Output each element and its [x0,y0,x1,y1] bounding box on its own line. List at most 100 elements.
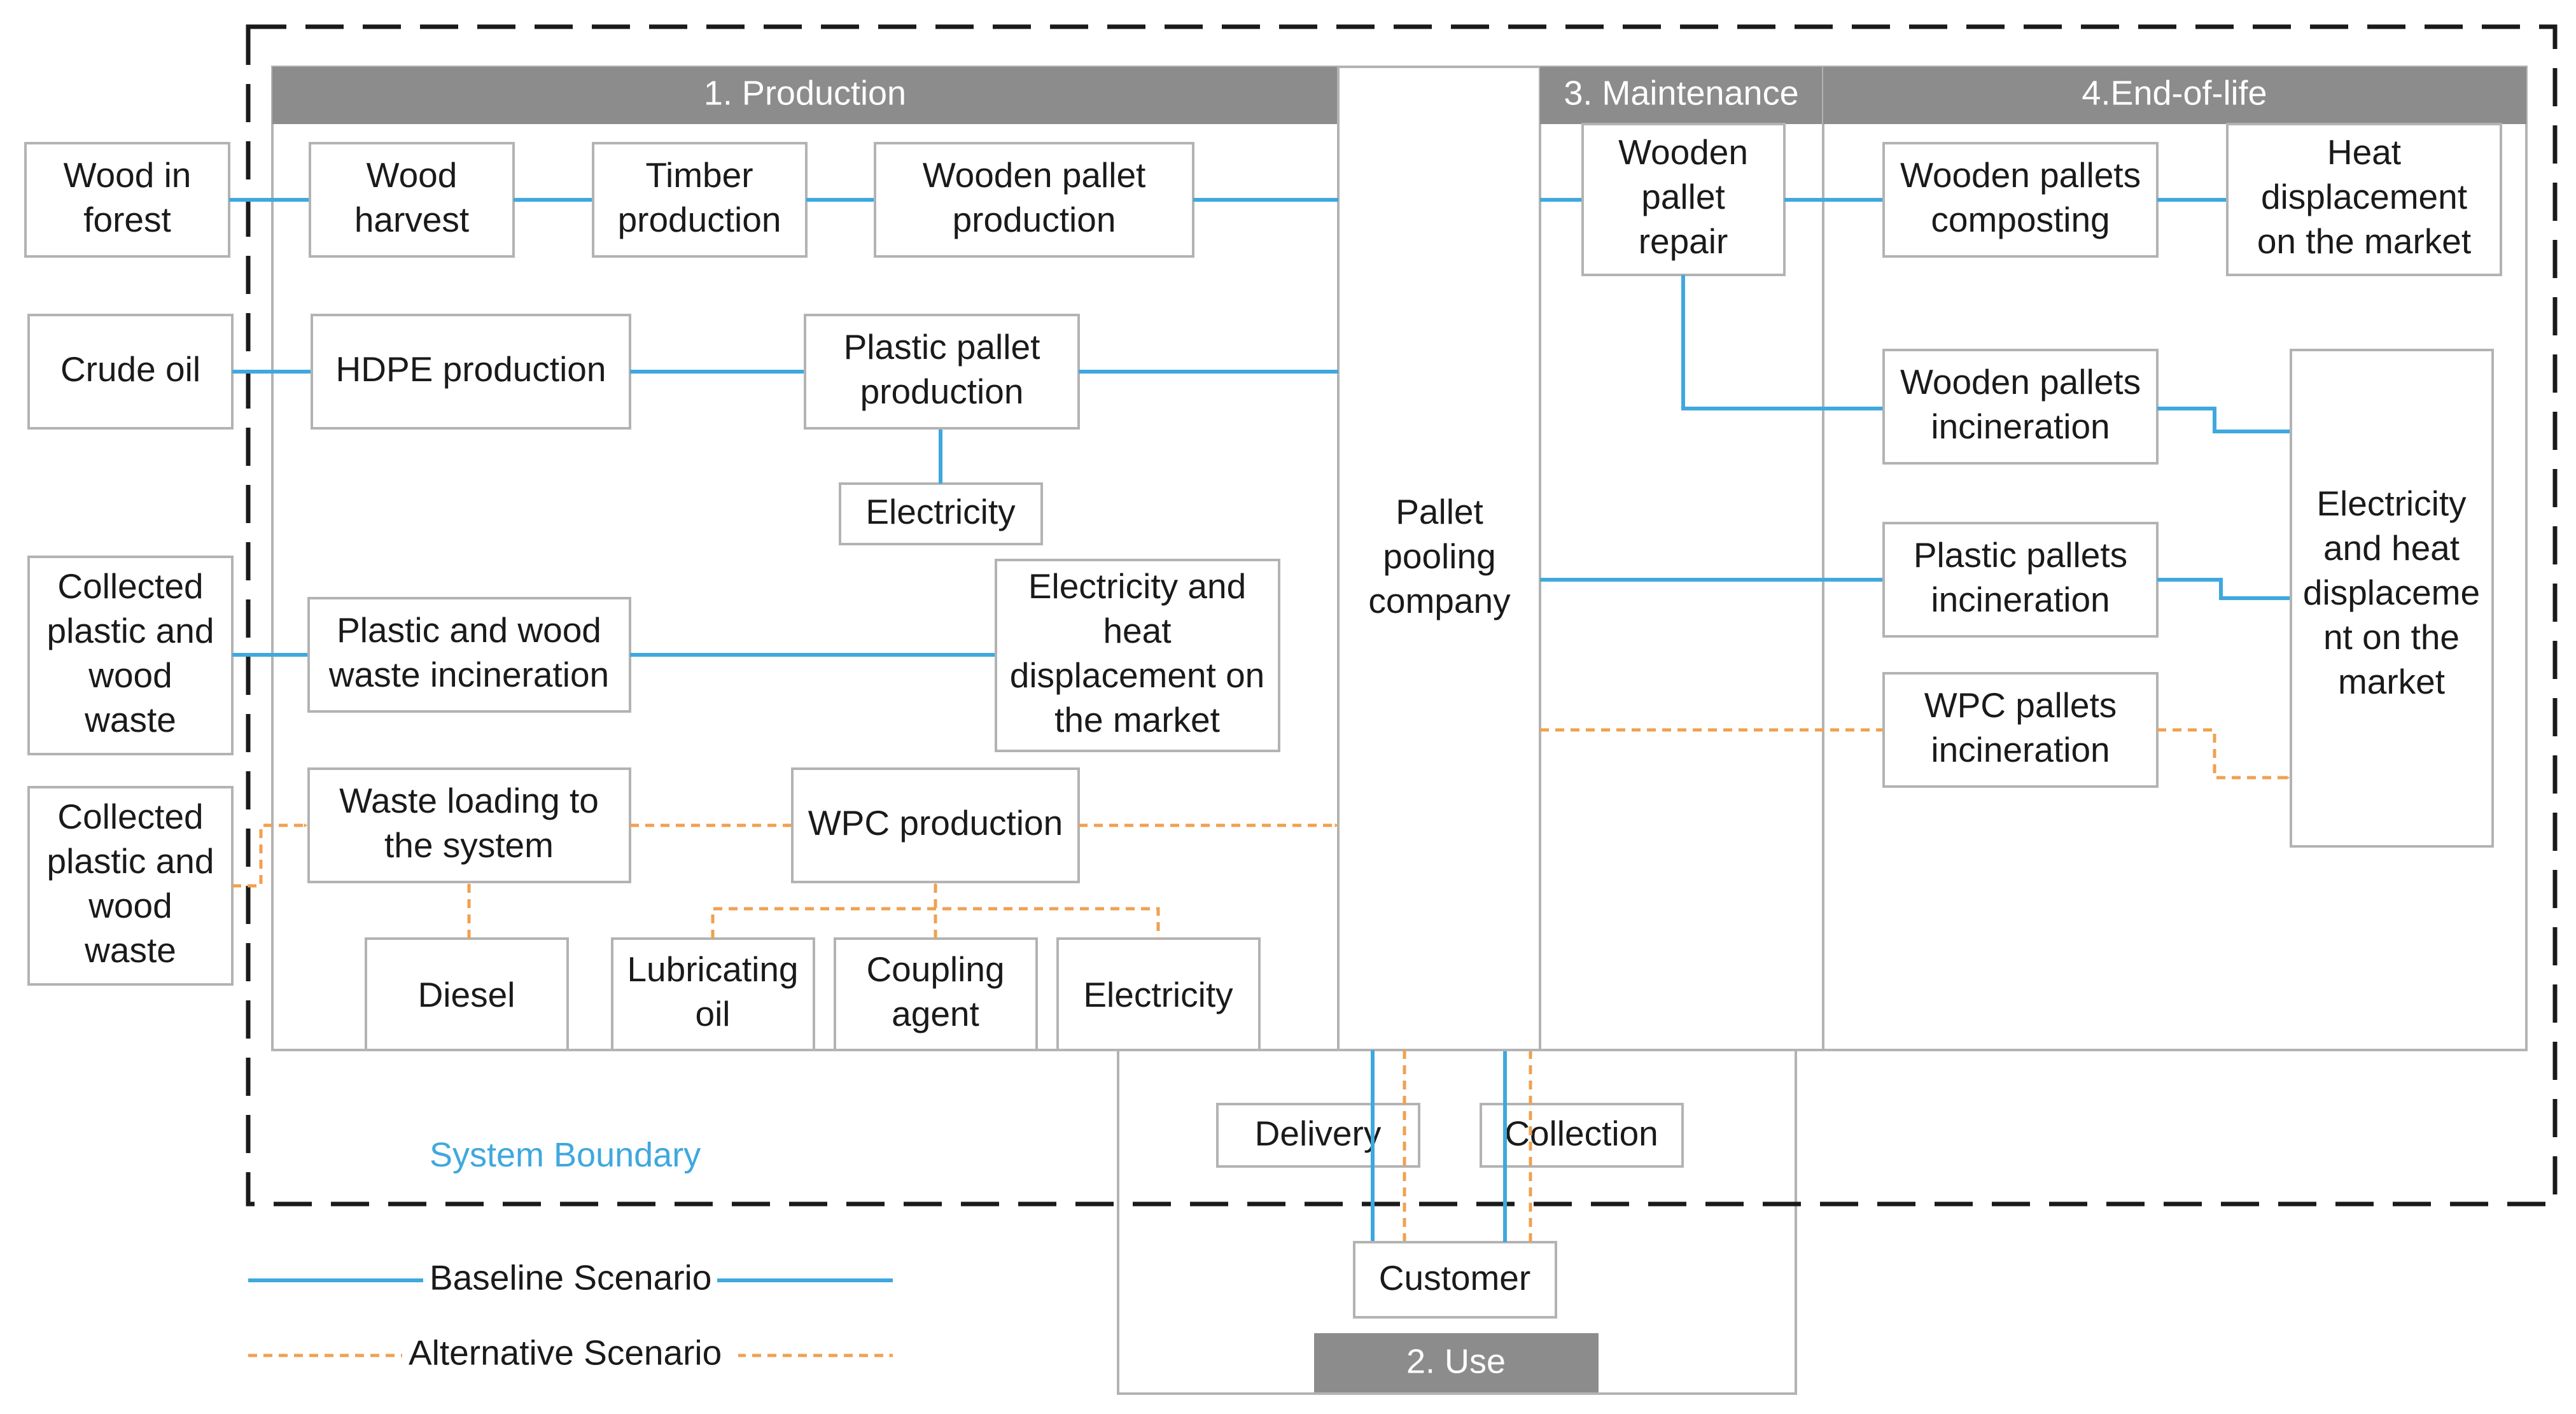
waste-loading-label: Waste loading to the system [339,781,599,865]
label-line: waste [84,700,176,739]
legend: Baseline Scenario Alternative Scenario [248,1258,893,1375]
production-header-label: 1. Production [704,74,906,112]
label-line: oil [695,994,730,1033]
arrow-wooden-incineration-to-displacement [2157,407,2290,433]
label-line: waste incineration [328,655,609,694]
label-line: Customer [1379,1258,1530,1298]
label-line: Electricity [2316,484,2467,523]
label-line: and heat [2323,528,2460,568]
label-line: pallet [1641,177,1725,216]
electricity-box-1: Electricity [839,482,1043,545]
elec-heat-displacement-box-2: Electricity and heat displaceme nt on the ma… [2290,349,2494,848]
label-line: Waste loading to [339,781,599,820]
label-line: Crude oil [60,349,200,389]
end-of-life-header-label: 4.End-of-life [2082,74,2267,112]
label-line: market [2338,662,2445,701]
label-line: Plastic pallet [844,327,1040,367]
alternative-arrows [232,728,2290,1242]
label-line: displaceme [2303,573,2480,612]
label-line: Electricity and [1028,566,1246,606]
label-line: WPC production [808,803,1063,843]
label-line: Diesel [418,975,515,1014]
label-line: production [953,200,1116,239]
label-line: waste [84,930,176,970]
label-line: Wooden pallet [923,155,1146,195]
label-line: repair [1639,221,1728,261]
label-line: nt on the [2323,617,2460,657]
plastic-pallet-production-box: Plastic pallet production [804,314,1080,430]
collection-box: Collection [1480,1103,1684,1168]
label-line: incineration [1931,730,2110,769]
lubricating-oil-box: Lubricating oil [611,937,815,1051]
customer-label: Customer [1379,1258,1530,1298]
use-section: 2. Use [1117,1049,1797,1395]
label-line: displacement [2261,177,2467,216]
lubricating-oil-label: Lubricating oil [627,949,798,1033]
plastic-pallets-incineration-label: Plastic pallets incineration [1914,535,2127,619]
arrow-repair-to-wooden-incineration [1681,275,1883,410]
waste-loading-box: Waste loading to the system [307,767,631,883]
label-line: Wooden [1618,132,1748,172]
label-line: heat [1103,611,1171,650]
wpc-production-label: WPC production [808,803,1063,843]
label-line: Collected [57,797,203,836]
label-line: Heat [2327,132,2401,172]
use-header-label: 2. Use [1406,1342,1506,1380]
line-lubricating-oil [711,907,1160,939]
maintenance-header [1540,67,1823,124]
label-line: composting [1931,200,2110,239]
label-line: the system [384,825,554,865]
wooden-pallets-composting-box: Wooden pallets composting [1882,142,2159,258]
label-line: Collection [1504,1114,1658,1153]
label-line: Pallet [1396,492,1483,531]
wooden-pallet-production-label: Wooden pallet production [923,155,1146,239]
label-line: company [1368,581,1511,620]
arrow-wpc-incineration-to-displacement [2157,728,2290,780]
label-line: Wooden pallets [1900,155,2141,195]
label-line: production [618,200,781,239]
wooden-pallets-composting-label: Wooden pallets composting [1900,155,2141,239]
use-header [1314,1333,1599,1392]
electricity-label-1: Electricity [865,492,1016,531]
label-line: Wood in [64,155,192,195]
legend-alternative-label: Alternative Scenario [409,1333,722,1373]
wood-in-forest-label: Wood in forest [64,155,192,239]
baseline-arrows [229,198,2290,1242]
label-line: forest [83,200,171,239]
electricity-label-2: Electricity [1083,975,1233,1014]
label-line: Wood [367,155,458,195]
label-line: Lubricating [627,949,798,989]
label-line: production [860,372,1024,411]
label-line: plastic and [47,611,214,650]
label-line: displacement on [1010,655,1265,695]
label-line: Plastic pallets [1914,535,2127,575]
label-line: plastic and [47,841,214,881]
wpc-production-box: WPC production [791,767,1080,883]
legend-baseline-label: Baseline Scenario [430,1258,711,1298]
label-line: incineration [1931,407,2110,446]
label-line: wood [88,655,172,695]
label-line: incineration [1931,580,2110,619]
diesel-box: Diesel [365,937,569,1051]
wood-in-forest-box: Wood in forest [24,142,230,258]
label-line: Delivery [1255,1114,1382,1153]
production-header [272,67,1338,124]
customer-box: Customer [1353,1241,1557,1319]
hdpe-production-box: HDPE production [311,314,631,430]
